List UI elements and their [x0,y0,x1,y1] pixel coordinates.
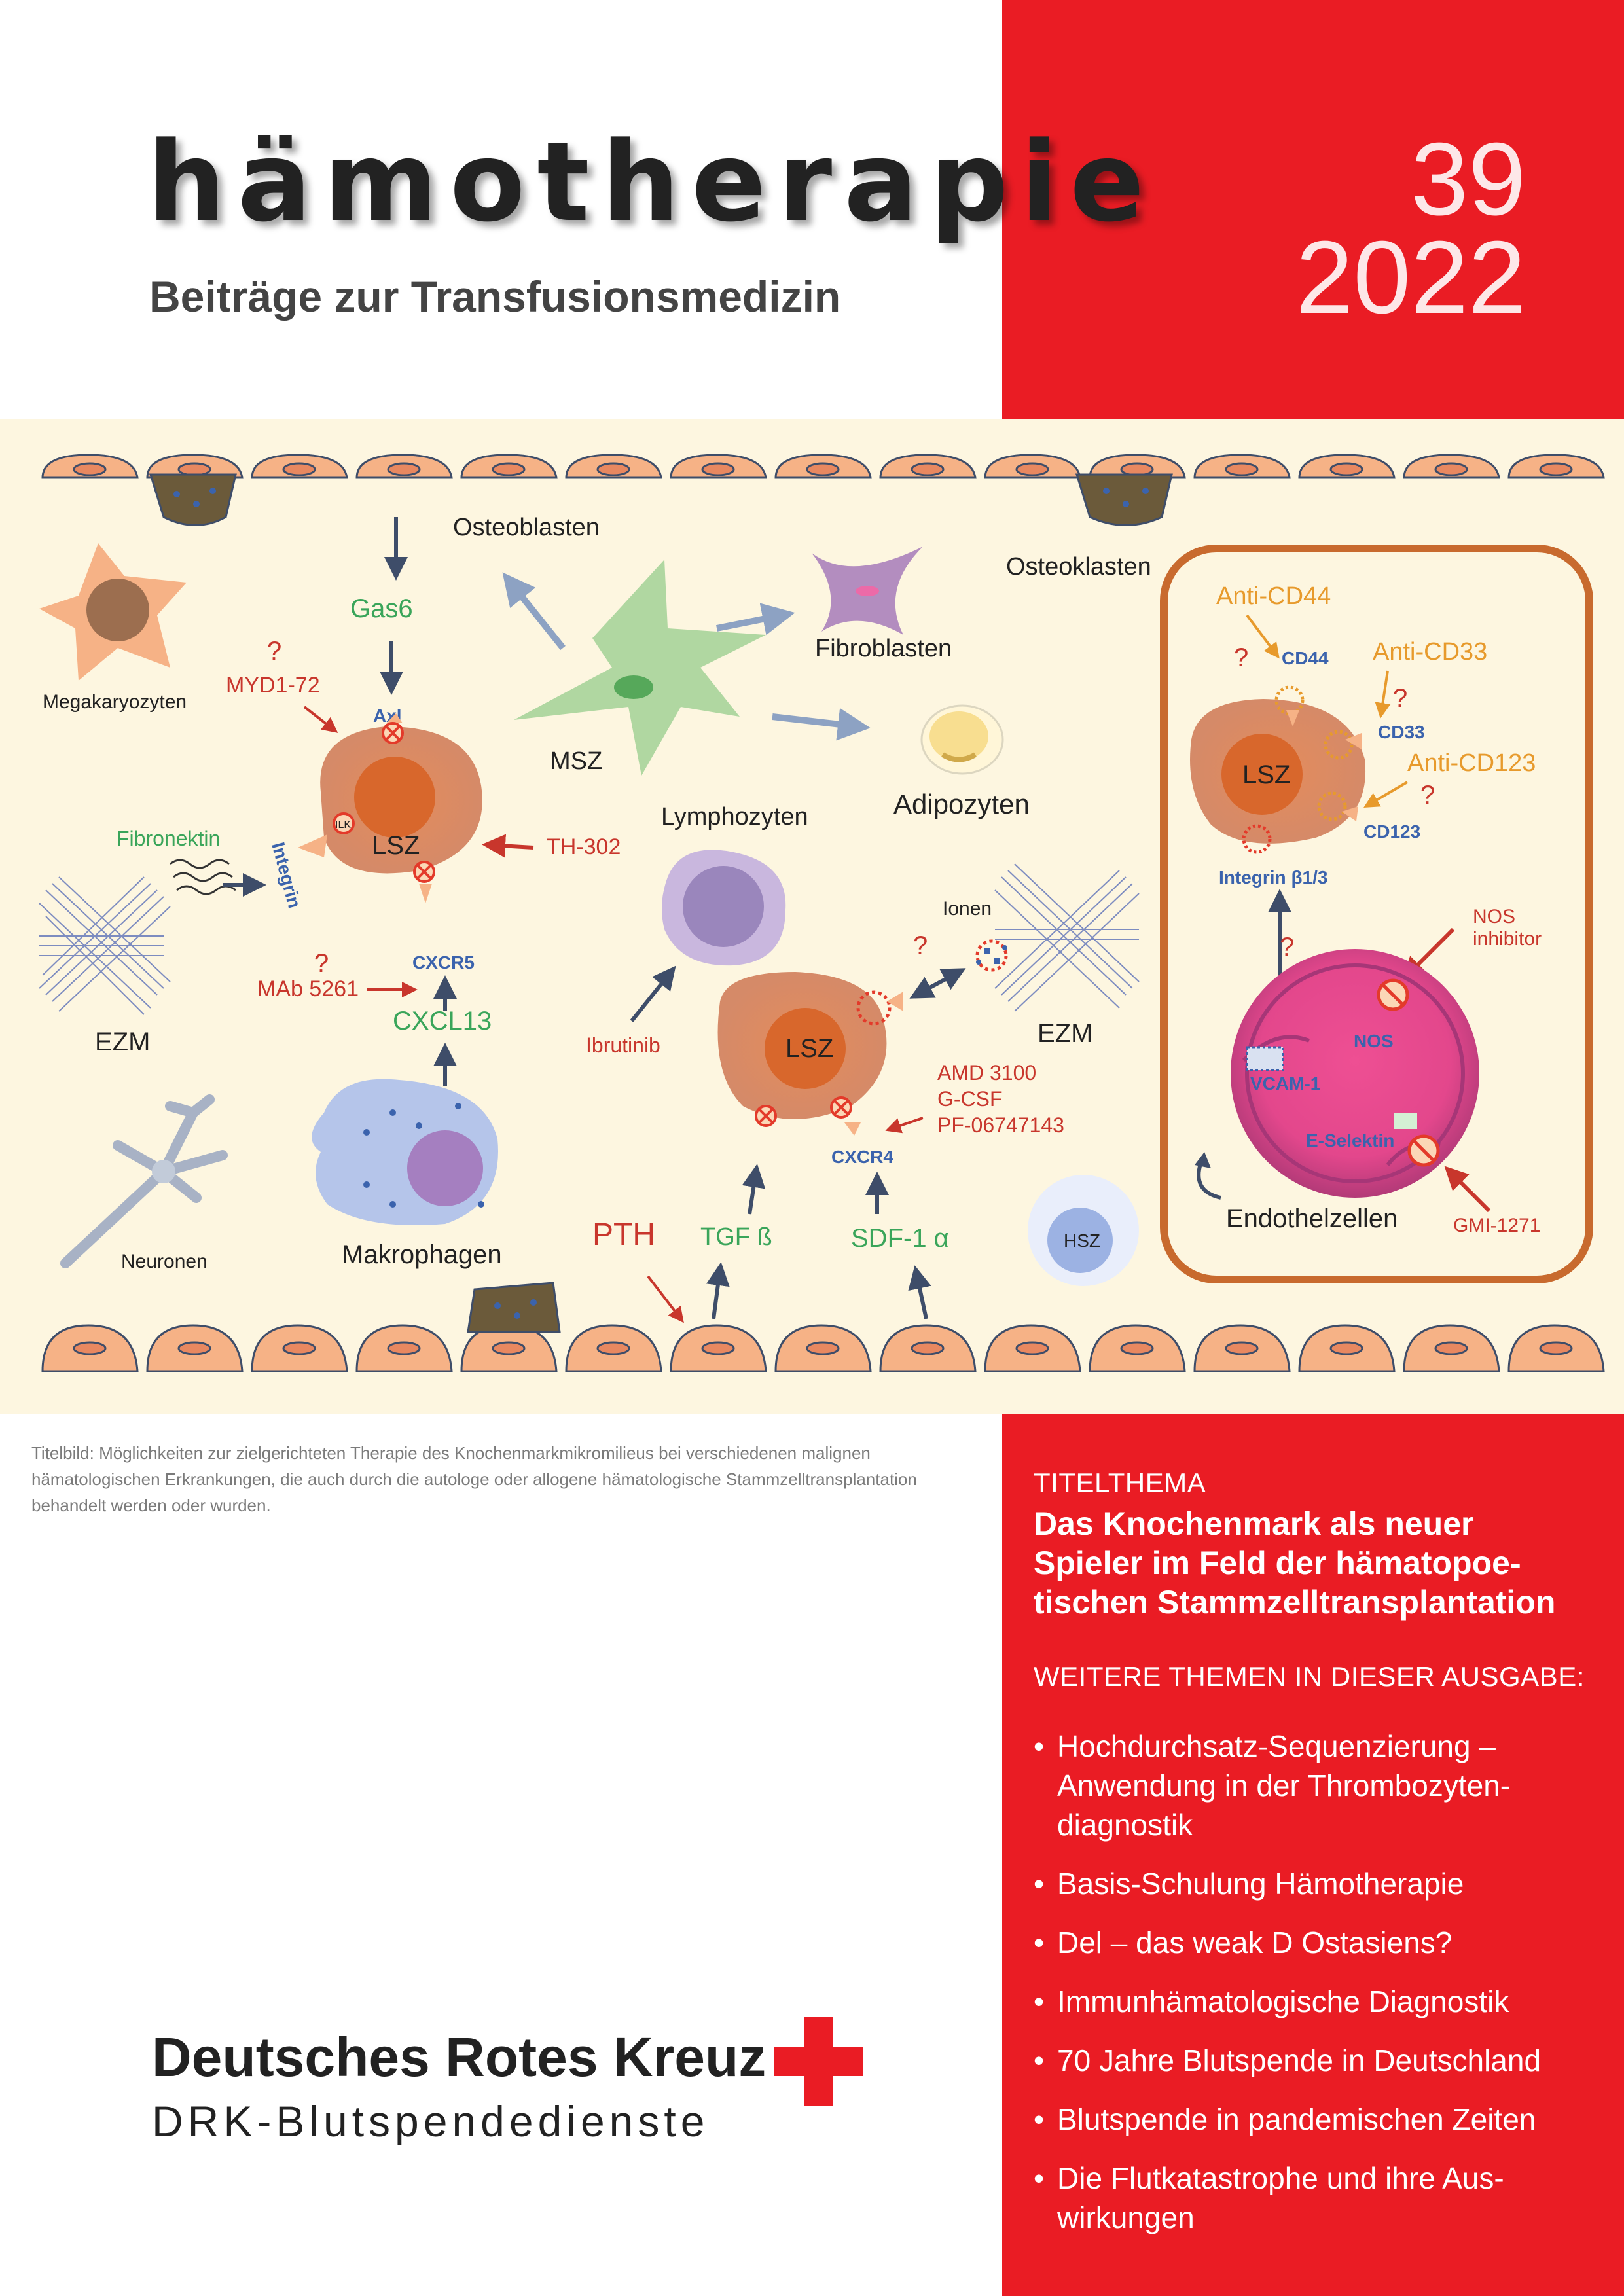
further-topics-label: WEITERE THEMEN IN DIESER AUSGABE: [1034,1661,1585,1692]
extracellular-matrix-right [994,863,1140,1012]
label-lsz-left: LSZ [372,831,420,860]
label-integrin-b13: Integrin β1/3 [1219,867,1327,888]
label-nos-inhibitor-line2: inhibitor [1473,928,1542,950]
label-question: ? [1393,684,1407,713]
cover-figure: Megakaryozyten Gas6 Axl ? MYD1-72 ILK LS… [0,419,1624,1414]
label-question: ? [1420,781,1435,810]
label-ilk: ILK [335,819,351,831]
figure-background [0,419,1624,1414]
lsz-cell-left: ILK [298,713,482,903]
red-cross-icon [774,2017,863,2106]
label-question: ? [1280,933,1294,961]
label-pf-06747143: PF-06747143 [937,1113,1064,1137]
megakaryocyte [39,543,187,681]
label-anti-cd44: Anti-CD44 [1216,583,1331,610]
osteoclast [467,1282,561,1333]
label-cxcr5: CXCR5 [412,952,475,973]
osteoblast-row-top [41,454,1605,479]
cycle-arrow-icon [1197,1161,1221,1200]
macrophage [312,1079,498,1225]
label-ionen: Ionen [943,898,992,920]
topic-item: Hochdurchsatz-Sequenzierung – Anwendung … [1034,1727,1597,1844]
label-question: ? [1234,643,1248,672]
cycle-arrowhead-icon [1195,1152,1211,1168]
label-nos-inhibitor-line1: NOS [1473,906,1515,927]
label-question: ? [913,931,928,960]
label-ezm-left: EZM [95,1028,150,1056]
topic-item: 70 Jahre Blutspende in Deutschland [1034,2041,1597,2080]
label-lsz-panel: LSZ [1242,761,1290,789]
label-mab-5261: MAb 5261 [257,977,359,1001]
issue-number: 39 [1411,122,1526,237]
label-fibronektin: Fibronektin [117,827,220,850]
neuron-body [152,1160,175,1183]
topic-item: Die Flutkatastrophe und ihre Aus- wirkun… [1034,2159,1597,2237]
lsz-cell-center [717,972,903,1136]
label-tgf-beta: TGF ß [700,1223,772,1251]
label-ibrutinib: Ibrutinib [586,1033,660,1057]
label-megakaryozyten: Megakaryozyten [43,691,187,713]
label-sdf-1-alpha: SDF-1 α [851,1224,949,1253]
label-neuronen: Neuronen [121,1251,208,1272]
lymphocyte [662,850,786,966]
ions-icon [975,939,1008,972]
label-cd33: CD33 [1378,722,1425,742]
label-th-302: TH-302 [547,834,621,859]
endothelial-cell [1231,949,1479,1198]
label-amd-3100: AMD 3100 [937,1061,1036,1085]
journal-logo: hämotherapie [147,118,1157,246]
mesenchymal-stromal-cell [514,560,766,776]
fibroblast [812,547,923,635]
label-anti-cd33: Anti-CD33 [1373,638,1487,666]
label-osteoklasten: Osteoklasten [1006,553,1151,581]
label-vcam-1: VCAM-1 [1250,1073,1320,1094]
label-lsz-center: LSZ [785,1034,833,1063]
topics-panel: TITELTHEMA Das Knochenmark als neuer Spi… [1002,1414,1624,2296]
label-lymphozyten: Lymphozyten [661,803,808,831]
further-topics-list: Hochdurchsatz-Sequenzierung – Anwendung … [1034,1727,1597,2257]
titelthema-label: TITELTHEMA [1034,1467,1206,1498]
lsz-cell-panel [1190,685,1366,854]
label-gas6: Gas6 [350,594,413,623]
cover-caption: Titelbild: Möglichkeiten zur zielgericht… [31,1443,917,1515]
label-osteoblasten: Osteoblasten [453,514,600,541]
topic-item: Blutspende in pandemischen Zeiten [1034,2100,1597,2139]
label-fibroblasten: Fibroblasten [815,635,952,662]
osteoclast [149,473,237,526]
topic-item: Basis-Schulung Hämotherapie [1034,1864,1597,1903]
label-pth: PTH [592,1217,655,1252]
label-question: ? [314,949,329,978]
extracellular-matrix-left [39,876,171,1015]
label-g-csf: G-CSF [937,1087,1003,1111]
osteoblast-row-bottom [41,1324,1605,1372]
main-topic-title: Das Knochenmark als neuer Spieler im Fel… [1034,1505,1556,1621]
hematopoietic-stem-cell [1028,1175,1139,1286]
publisher-service: DRK-Blutspendedienste [152,2097,710,2145]
label-adipozyten: Adipozyten [893,789,1030,819]
label-endothelzellen: Endothelzellen [1226,1204,1398,1233]
label-anti-cd123: Anti-CD123 [1407,749,1536,777]
topic-item: Immunhämatologische Diagnostik [1034,1982,1597,2021]
journal-subtitle: Beiträge zur Transfusionsmedizin [149,272,841,321]
label-gmi-1271: GMI-1271 [1453,1215,1540,1236]
target-therapy-panel [1160,545,1593,1283]
issue-year: 2022 [1295,220,1526,335]
label-question: ? [267,637,281,666]
osteoclast [1075,473,1173,526]
label-makrophagen: Makrophagen [342,1240,502,1269]
label-cxcr4: CXCR4 [831,1147,893,1167]
label-cd44: CD44 [1282,648,1329,668]
issue-panel: 39 2022 [1002,0,1624,419]
adipocyte [920,704,1004,775]
label-hsz: HSZ [1064,1230,1100,1251]
label-nos: NOS [1354,1031,1394,1051]
label-cxcl13: CXCL13 [393,1007,492,1035]
label-cd123: CD123 [1363,821,1420,842]
label-ezm-right: EZM [1038,1019,1092,1048]
label-myd1-72: MYD1-72 [226,673,320,698]
label-e-selektin: E-Selektin [1306,1130,1394,1151]
topic-item: Del – das weak D Ostasiens? [1034,1923,1597,1962]
label-msz: MSZ [550,747,602,775]
publisher-name: Deutsches Rotes Kreuz [152,2026,767,2088]
